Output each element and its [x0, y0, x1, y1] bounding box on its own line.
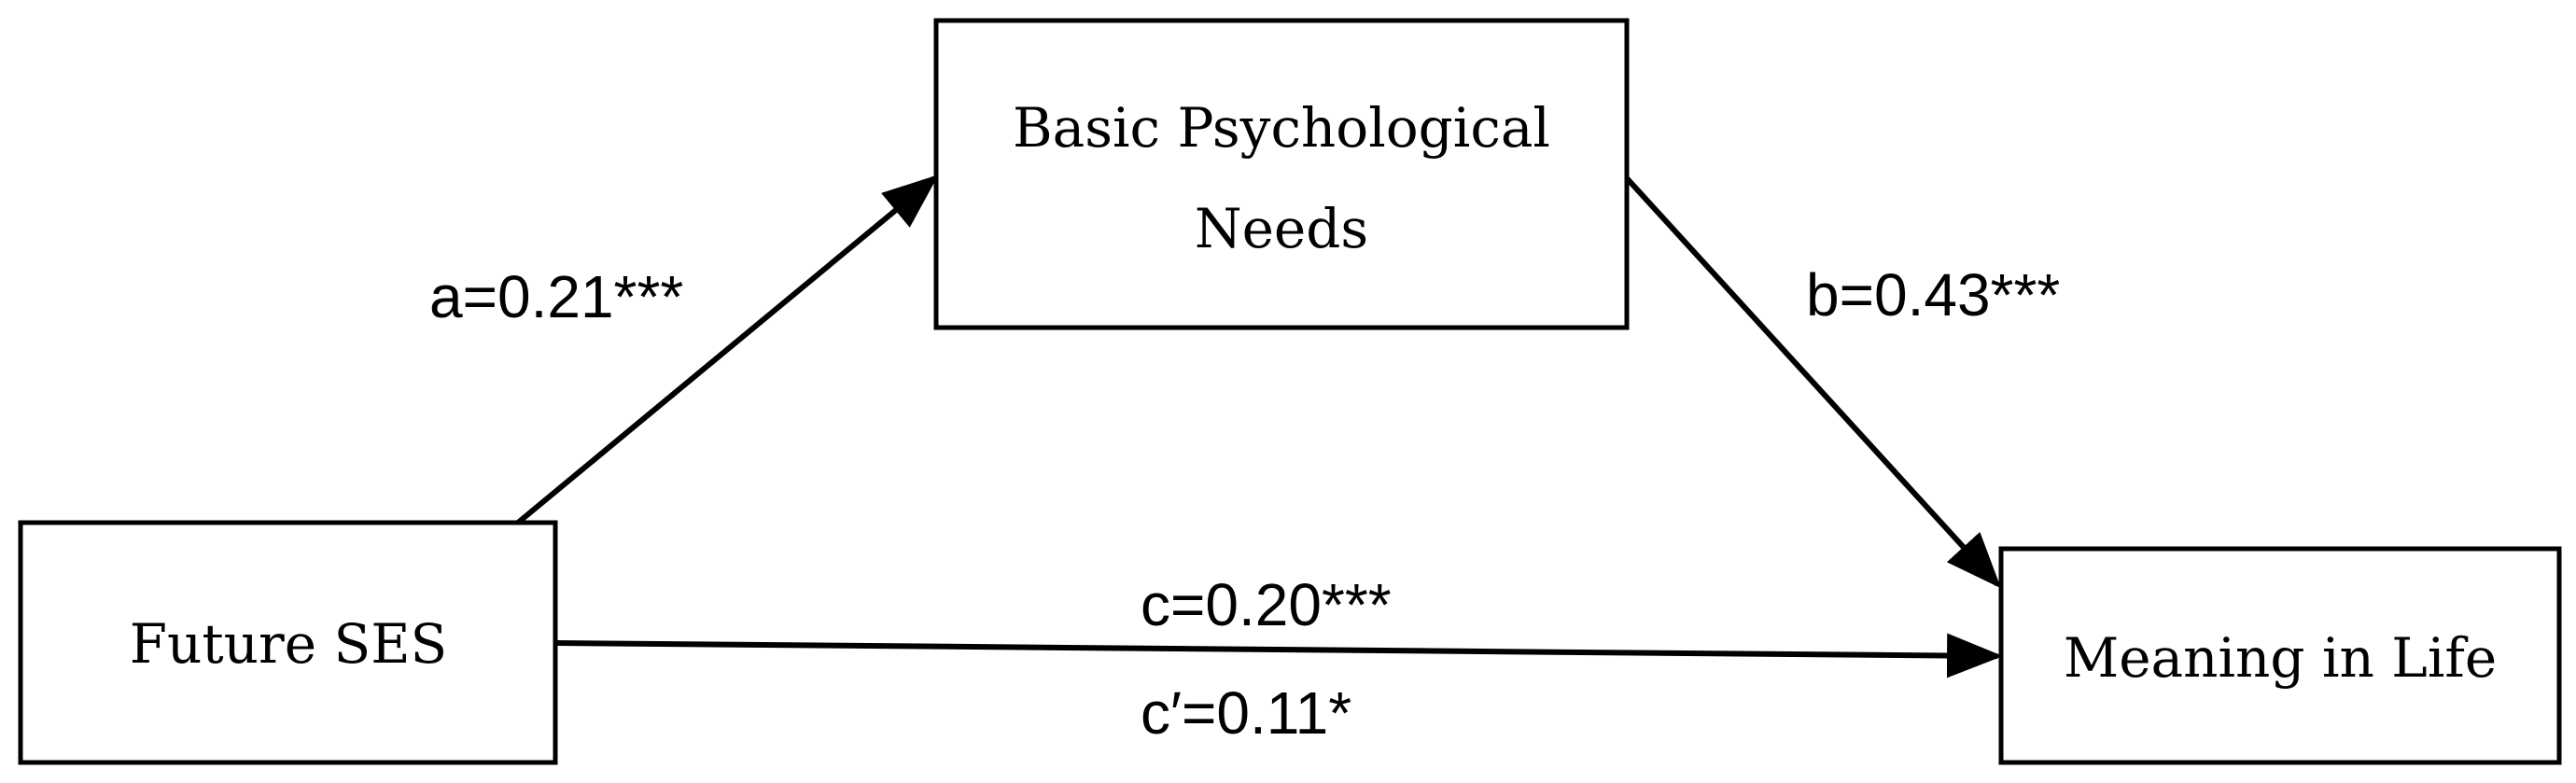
- mediator-node: Basic Psychological Needs: [933, 18, 1630, 330]
- outcome-box: [1998, 546, 2562, 765]
- predictor-label: Future SES: [130, 612, 448, 676]
- predictor-node: Future SES: [18, 520, 558, 765]
- mediator-box: [933, 18, 1630, 330]
- path-c-arrow: [556, 633, 2003, 678]
- path-c-prime-label: c′=0.11*: [1141, 679, 1351, 747]
- path-a-label: a=0.21***: [429, 263, 683, 330]
- path-c-label: c=0.20***: [1141, 571, 1392, 638]
- path-b-arrow: [1624, 175, 2002, 589]
- predictor-box: [18, 520, 558, 765]
- mediator-label-line1: Basic Psychological: [1013, 96, 1550, 160]
- outcome-node: Meaning in Life: [1998, 546, 2562, 765]
- path-b-label: b=0.43***: [1806, 261, 2060, 329]
- mediator-label-line2: Needs: [1195, 197, 1368, 260]
- path-a-arrow: [516, 175, 939, 525]
- outcome-label: Meaning in Life: [2064, 626, 2497, 690]
